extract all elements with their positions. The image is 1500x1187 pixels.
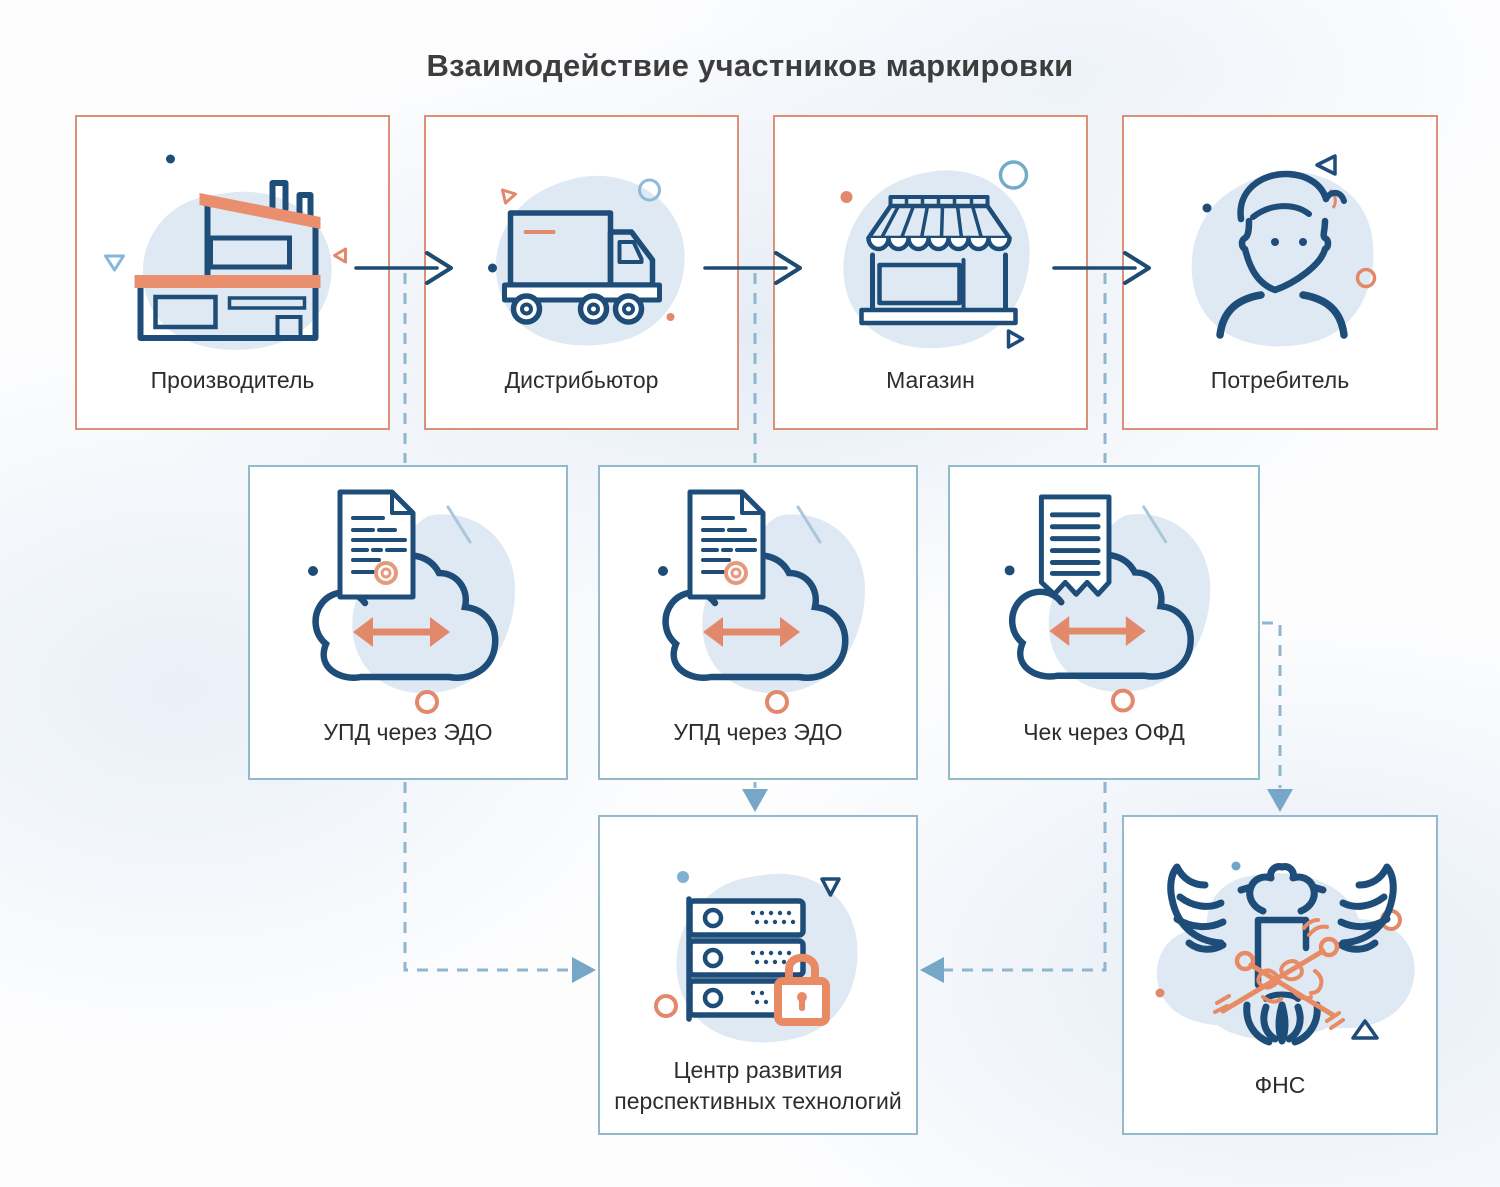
- eagle-body: [1167, 863, 1397, 1046]
- card-consumer: Потребитель: [1122, 115, 1438, 430]
- card-label: Центр развития перспективных технологий: [614, 1056, 902, 1114]
- card-label: Чек через ОФД: [1023, 718, 1185, 745]
- card-upd-edo-2: УПД через ЭДО: [598, 465, 918, 780]
- card-fns: ФНС: [1122, 815, 1438, 1135]
- connector-check-to-fns: [1262, 621, 1282, 788]
- card-label: Магазин: [886, 366, 975, 393]
- factory-icon: [104, 154, 347, 350]
- card-label: Дистрибьютор: [504, 366, 659, 393]
- card-distributor: Дистрибьютор: [424, 115, 739, 430]
- card-label: УПД через ЭДО: [673, 718, 843, 745]
- receipt-cloud-icon: [1004, 494, 1211, 713]
- dashed-arrowheads: [572, 789, 1293, 983]
- card-label: УПД через ЭДО: [323, 718, 493, 745]
- padlock-icon: [774, 953, 830, 1026]
- server-led-dots: [750, 910, 796, 1005]
- card-upd-edo-1: УПД через ЭДО: [248, 465, 568, 780]
- card-label: Потребитель: [1210, 366, 1350, 393]
- card-label: Производитель: [150, 366, 315, 393]
- connector-upd1-to-center: [403, 782, 572, 972]
- diagram-title: Взаимодействие участников маркировки: [426, 48, 1074, 83]
- card-producer: Производитель: [75, 115, 390, 430]
- person-icon: [1191, 154, 1377, 347]
- sync-arrow: [353, 617, 450, 647]
- document-cloud-icon: [658, 489, 865, 714]
- truck-icon: [488, 175, 685, 346]
- fns-eagle-icon: [1155, 861, 1415, 1046]
- document-cloud-icon: [308, 489, 515, 714]
- server-lock-icon: [654, 871, 858, 1043]
- card-crpt: Центр развития перспективных технологий: [598, 815, 918, 1135]
- sync-arrow: [703, 617, 800, 647]
- sync-arrow: [1049, 616, 1146, 646]
- caduceus: [1213, 918, 1345, 1030]
- card-check-ofd: Чек через ОФД: [948, 465, 1260, 780]
- connector-check-to-center: [944, 782, 1107, 972]
- card-label: ФНС: [1254, 1071, 1306, 1098]
- store-icon: [840, 160, 1030, 349]
- card-store: Магазин: [773, 115, 1088, 430]
